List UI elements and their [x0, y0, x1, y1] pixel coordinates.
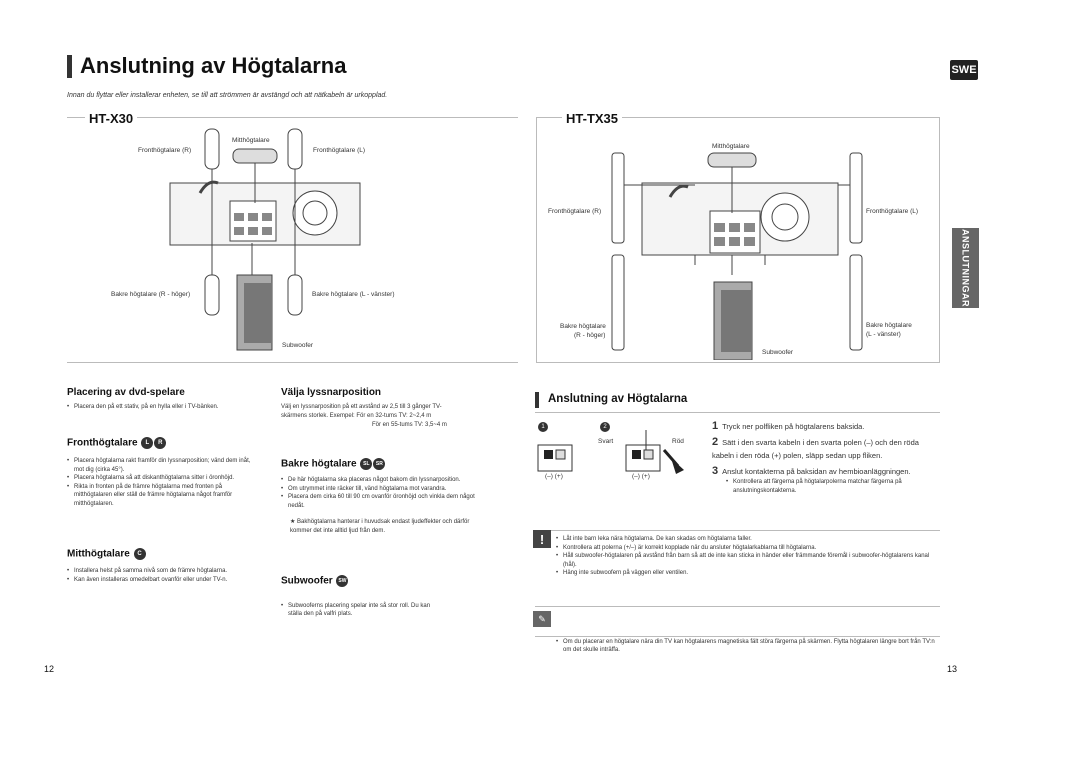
list-item: Placera dem cirka 60 till 90 cm ovanför …	[281, 493, 479, 510]
list-item: Rikta in fronten på de främre högtalarna…	[67, 483, 257, 509]
figure-1-marker: 1	[538, 422, 548, 432]
note-icon: ✎	[533, 611, 551, 627]
subwoofer-text: Subwooferns placering spelar inte så sto…	[281, 602, 431, 619]
connection-heading: Anslutning av Högtalarna	[548, 393, 688, 405]
page-title: Anslutning av Högtalarna	[80, 53, 347, 78]
ht-tx35-center-label: Mitthögtalare	[712, 143, 750, 150]
list-item: De här högtalarna ska placeras något bak…	[281, 476, 479, 485]
ht-tx35-rear-l-label-2: (L - vänster)	[866, 331, 901, 338]
ht-tx35-label: HT-TX35	[562, 111, 623, 126]
section-title-mark	[535, 392, 539, 408]
ht-tx35-front-r-label: Fronthögtalare (R)	[548, 208, 602, 215]
placement-text: Placera den på ett stativ, på en hylla e…	[67, 403, 262, 412]
page-number-right: 13	[947, 664, 958, 674]
svart-label: Svart	[598, 438, 614, 445]
badge-r: R	[154, 437, 167, 449]
caution-list: Låt inte barn leka nära högtalarna. De k…	[556, 535, 940, 578]
divider	[535, 412, 940, 413]
ht-x30-rear-l-label: Bakre högtalare (L - vänster)	[312, 291, 395, 298]
center-speaker-heading: Mitthögtalare C	[67, 548, 146, 560]
front-speakers-list: Placera högtalarna rakt framför din lyss…	[67, 457, 257, 508]
ht-x30-center-label: Mitthögtalare	[232, 137, 270, 144]
placement-heading: Placering av dvd-spelare	[67, 387, 185, 398]
rear-note-text: Bakhögtalarna hanterar i huvudsak endast…	[290, 519, 470, 534]
list-item: Installera helst på samma nivå som de fr…	[67, 567, 262, 576]
rod-label: Röd	[672, 438, 684, 445]
front-speakers-title: Fronthögtalare	[67, 437, 138, 449]
ht-x30-front-l-label: Fronthögtalare (L)	[313, 147, 366, 154]
list-item: Placera högtalarna rakt framför din lyss…	[67, 457, 257, 474]
ht-x30-label: HT-X30	[85, 111, 138, 126]
note-star-icon: ★	[290, 519, 298, 525]
badge-sl: SL	[360, 458, 373, 470]
polarity-label-2: (–) (+)	[632, 473, 650, 480]
ht-tx35-front-l-label: Fronthögtalare (L)	[866, 208, 919, 215]
step-text: Tryck ner polfliken på högtalarens baksi…	[722, 422, 865, 431]
badge-sr: SR	[373, 458, 386, 470]
note-text: Om du placerar en högtalare nära din TV …	[556, 638, 936, 655]
ht-x30-front-r-label: Fronthögtalare (R)	[138, 147, 192, 154]
rear-speakers-title: Bakre högtalare	[281, 458, 357, 470]
polarity-label-1: (–) (+)	[545, 473, 563, 480]
center-speaker-list: Installera helst på samma nivå som de fr…	[67, 567, 262, 584]
list-item: Låt inte barn leka nära högtalarna. De k…	[556, 535, 940, 544]
listening-position-text: Välj en lyssnarposition på ett avstånd a…	[281, 404, 442, 419]
rear-speakers-note: ★ Bakhögtalarna hanterar i huvudsak enda…	[290, 518, 480, 535]
badge-sw: SW	[336, 575, 349, 587]
step-text: Anslut kontakterna på baksidan av hembio…	[722, 467, 911, 476]
ht-x30-rear-r-label: Bakre högtalare (R - höger)	[111, 291, 191, 298]
list-item: Placera högtalarna så att diskanthögtala…	[67, 474, 257, 483]
badge-c: C	[133, 548, 146, 560]
ht-x30-illustration	[169, 128, 361, 351]
badge-l: L	[141, 437, 154, 449]
ht-tx35-rear-r-label-2: (R - höger)	[574, 332, 606, 339]
ht-tx35-diagram	[536, 117, 940, 363]
divider	[535, 606, 940, 607]
listening-position-text-2: För en 55-tums TV: 3,5~4 m	[372, 422, 447, 428]
language-tag: SWE	[950, 60, 978, 80]
ht-tx35-rear-r-label-1: Bakre högtalare	[560, 323, 606, 330]
ht-x30-diagram	[67, 117, 518, 363]
list-item: Kan även installeras omedelbart ovanför …	[67, 576, 262, 585]
subwoofer-heading: Subwoofer SW	[281, 575, 349, 587]
list-item: Kontrollera att polerna (+/–) är korrekt…	[556, 544, 940, 553]
list-item: Om utrymmet inte räcker till, vänd högta…	[281, 485, 479, 494]
center-speaker-title: Mitthögtalare	[67, 548, 130, 560]
step-number: 3	[712, 465, 719, 477]
divider	[535, 636, 940, 637]
list-item: Häng inte subwoofern på väggen eller ven…	[556, 569, 940, 578]
step-3-subnote: Kontrollera att färgerna på högtalarpole…	[726, 478, 940, 495]
step-number: 1	[712, 420, 719, 432]
list-item: Håll subwoofer-högtalaren på avstånd frå…	[556, 552, 940, 569]
rear-speakers-list: De här högtalarna ska placeras något bak…	[281, 476, 479, 510]
ht-tx35-rear-l-label-1: Bakre högtalare	[866, 322, 912, 329]
intro-text: Innan du flyttar eller installerar enhet…	[67, 92, 388, 99]
ht-tx35-illustration	[611, 152, 863, 360]
ht-x30-subwoofer-label: Subwoofer	[282, 342, 314, 349]
listening-position-heading: Välja lyssnarposition	[281, 387, 382, 398]
ht-tx35-subwoofer-label: Subwoofer	[762, 349, 794, 356]
step-text: Sätt i den svarta kabeln i den svarta po…	[712, 438, 919, 460]
step-number: 2	[712, 436, 719, 448]
page-number-left: 12	[44, 664, 55, 674]
title-bar-mark	[67, 55, 72, 78]
figure-2-marker: 2	[600, 422, 610, 432]
subwoofer-title: Subwoofer	[281, 575, 333, 587]
section-side-tab: ANSLUTNINGAR	[952, 228, 979, 308]
divider	[535, 530, 940, 531]
caution-icon: !	[533, 530, 551, 548]
terminal-illustration	[537, 430, 684, 474]
